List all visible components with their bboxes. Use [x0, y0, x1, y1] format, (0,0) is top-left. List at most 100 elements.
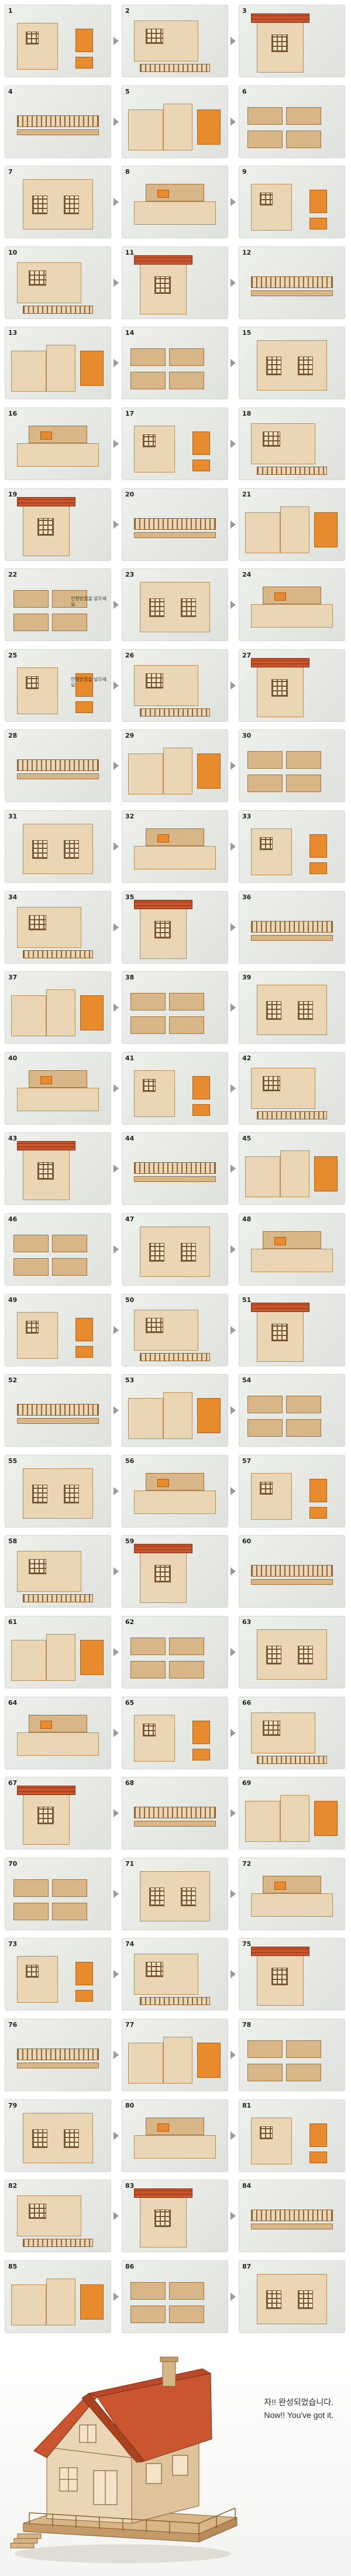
model-part-illustration — [247, 1396, 283, 1414]
model-part-illustration — [149, 1887, 164, 1906]
next-step-arrow-icon — [113, 37, 119, 45]
model-part-illustration — [197, 753, 221, 789]
step-panel: 23 — [122, 568, 228, 642]
step-number: 65 — [125, 1698, 135, 1707]
step-panel: 73 — [5, 1938, 111, 2011]
model-part-illustration — [17, 1732, 99, 1756]
model-part-illustration — [286, 1419, 321, 1437]
model-part-illustration — [251, 1579, 333, 1585]
model-part-illustration — [80, 1640, 104, 1675]
step-panel: 34 — [5, 890, 111, 964]
step-panel: 13 — [5, 327, 111, 400]
model-part-illustration — [247, 107, 283, 125]
model-part-illustration — [157, 834, 169, 842]
model-part-illustration — [52, 614, 87, 632]
step-panel: 71 — [122, 1857, 228, 1930]
model-part-illustration — [17, 1551, 81, 1592]
model-part-illustration — [29, 426, 87, 443]
model-part-illustration — [251, 276, 333, 288]
step-number: 31 — [8, 813, 18, 820]
step-panel: 82 — [5, 2180, 111, 2253]
step-number: 40 — [8, 1054, 18, 1062]
model-part-illustration — [17, 759, 99, 772]
step-panel: 33 — [239, 810, 345, 883]
next-step-arrow-icon — [113, 1809, 119, 1818]
model-part-illustration — [157, 1478, 169, 1487]
next-step-arrow-icon — [230, 1486, 236, 1495]
model-part-illustration — [29, 1559, 46, 1575]
next-step-arrow-icon — [113, 601, 119, 609]
model-part-illustration — [75, 29, 93, 52]
model-part-illustration — [251, 920, 333, 933]
step-panel: 30 — [239, 729, 345, 803]
model-part-illustration — [251, 1067, 315, 1109]
model-part-illustration — [251, 423, 315, 464]
model-part-illustration — [134, 532, 216, 538]
model-part-illustration — [75, 57, 93, 68]
step-panel: 54 — [239, 1374, 345, 1447]
model-part-illustration — [245, 1156, 280, 1198]
model-part-illustration — [309, 2151, 327, 2163]
step-panel: 76 — [5, 2019, 111, 2091]
model-part-illustration — [134, 201, 216, 225]
model-part-illustration — [260, 2126, 273, 2139]
model-part-illustration — [314, 512, 338, 547]
step-panel: 27 — [239, 649, 345, 722]
model-part-illustration — [197, 109, 221, 145]
model-part-illustration — [247, 1419, 283, 1437]
model-part-illustration — [13, 1879, 49, 1897]
step-number: 42 — [242, 1054, 252, 1062]
model-part-illustration — [154, 1565, 171, 1583]
model-part-illustration — [17, 1786, 75, 1796]
step-panel: 36 — [239, 890, 345, 964]
step-panel: 61 — [5, 1616, 111, 1688]
next-step-arrow-icon — [230, 359, 236, 368]
step-number: 24 — [242, 571, 252, 579]
step-number: 72 — [242, 1859, 252, 1868]
caption-korean: 자!! 완성되었습니다. — [264, 2397, 333, 2407]
model-part-illustration — [143, 1078, 156, 1092]
step-number: 21 — [242, 490, 252, 498]
model-part-illustration — [181, 1887, 196, 1906]
model-part-illustration — [37, 1807, 54, 1825]
model-part-illustration — [274, 592, 286, 601]
model-part-illustration — [314, 1156, 338, 1192]
step-panel: 9 — [239, 166, 345, 239]
model-part-illustration — [163, 1392, 192, 1440]
step-number: 13 — [8, 329, 18, 337]
step-panel: 10 — [5, 246, 111, 319]
step-number: 3 — [242, 7, 247, 15]
model-part-illustration — [251, 1893, 333, 1917]
model-part-illustration — [17, 129, 99, 135]
model-part-illustration — [134, 1714, 175, 1762]
step-panel: 55 — [5, 1454, 111, 1527]
step-panel: 37 — [5, 971, 111, 1044]
step-number: 35 — [125, 893, 135, 901]
step-number: 41 — [125, 1054, 135, 1062]
model-part-illustration — [17, 496, 75, 506]
model-part-illustration — [134, 2188, 192, 2198]
next-step-arrow-icon — [230, 762, 236, 770]
step-number: 16 — [8, 410, 18, 417]
model-part-illustration — [257, 1111, 327, 1119]
model-part-illustration — [29, 1070, 87, 1088]
model-part-illustration — [266, 357, 281, 376]
step-panel: 2 — [122, 5, 228, 77]
model-part-illustration — [163, 2037, 192, 2084]
model-part-illustration — [52, 1879, 87, 1897]
model-part-illustration — [17, 1956, 58, 2003]
model-part-illustration — [37, 1162, 54, 1180]
step-number: 73 — [8, 1940, 18, 1948]
next-step-arrow-icon — [113, 117, 119, 126]
model-part-illustration — [192, 1748, 210, 1760]
step-number: 86 — [125, 2262, 135, 2270]
model-part-illustration — [17, 115, 99, 127]
step-number: 48 — [242, 1215, 252, 1223]
step-panel: 63 — [239, 1616, 345, 1688]
step-number: 44 — [125, 1135, 135, 1143]
model-part-illustration — [11, 995, 46, 1037]
step-number: 81 — [242, 2101, 252, 2109]
model-part-illustration — [140, 708, 210, 717]
step-panel: 52 — [5, 1374, 111, 1447]
